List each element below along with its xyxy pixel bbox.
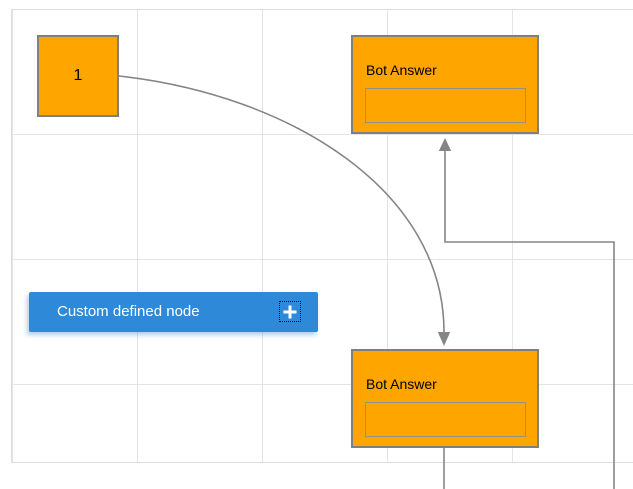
node-bot-answer-bottom[interactable]: Bot Answer bbox=[351, 349, 539, 448]
plus-glyph-icon bbox=[283, 305, 297, 318]
bot-answer-bottom-field[interactable] bbox=[365, 402, 526, 437]
connector-orthogonal-path[interactable] bbox=[444, 151, 615, 489]
node-1-label: 1 bbox=[73, 67, 83, 84]
plus-icon[interactable] bbox=[279, 301, 301, 322]
node-bot-answer-top[interactable]: Bot Answer bbox=[351, 35, 539, 134]
bot-answer-bottom-title: Bot Answer bbox=[366, 376, 437, 392]
bot-answer-top-title: Bot Answer bbox=[366, 62, 437, 78]
connector-curved[interactable] bbox=[118, 75, 451, 346]
arrowhead-down-icon bbox=[437, 332, 451, 346]
arrowhead-up-icon bbox=[438, 138, 452, 151]
custom-node-label: Custom defined node bbox=[57, 303, 200, 320]
connector-curved-path[interactable] bbox=[118, 75, 445, 333]
node-custom-defined[interactable]: Custom defined node bbox=[29, 292, 318, 332]
node-1[interactable]: 1 bbox=[37, 35, 119, 117]
bot-answer-top-field[interactable] bbox=[365, 88, 526, 123]
connector-orthogonal[interactable] bbox=[438, 138, 615, 489]
